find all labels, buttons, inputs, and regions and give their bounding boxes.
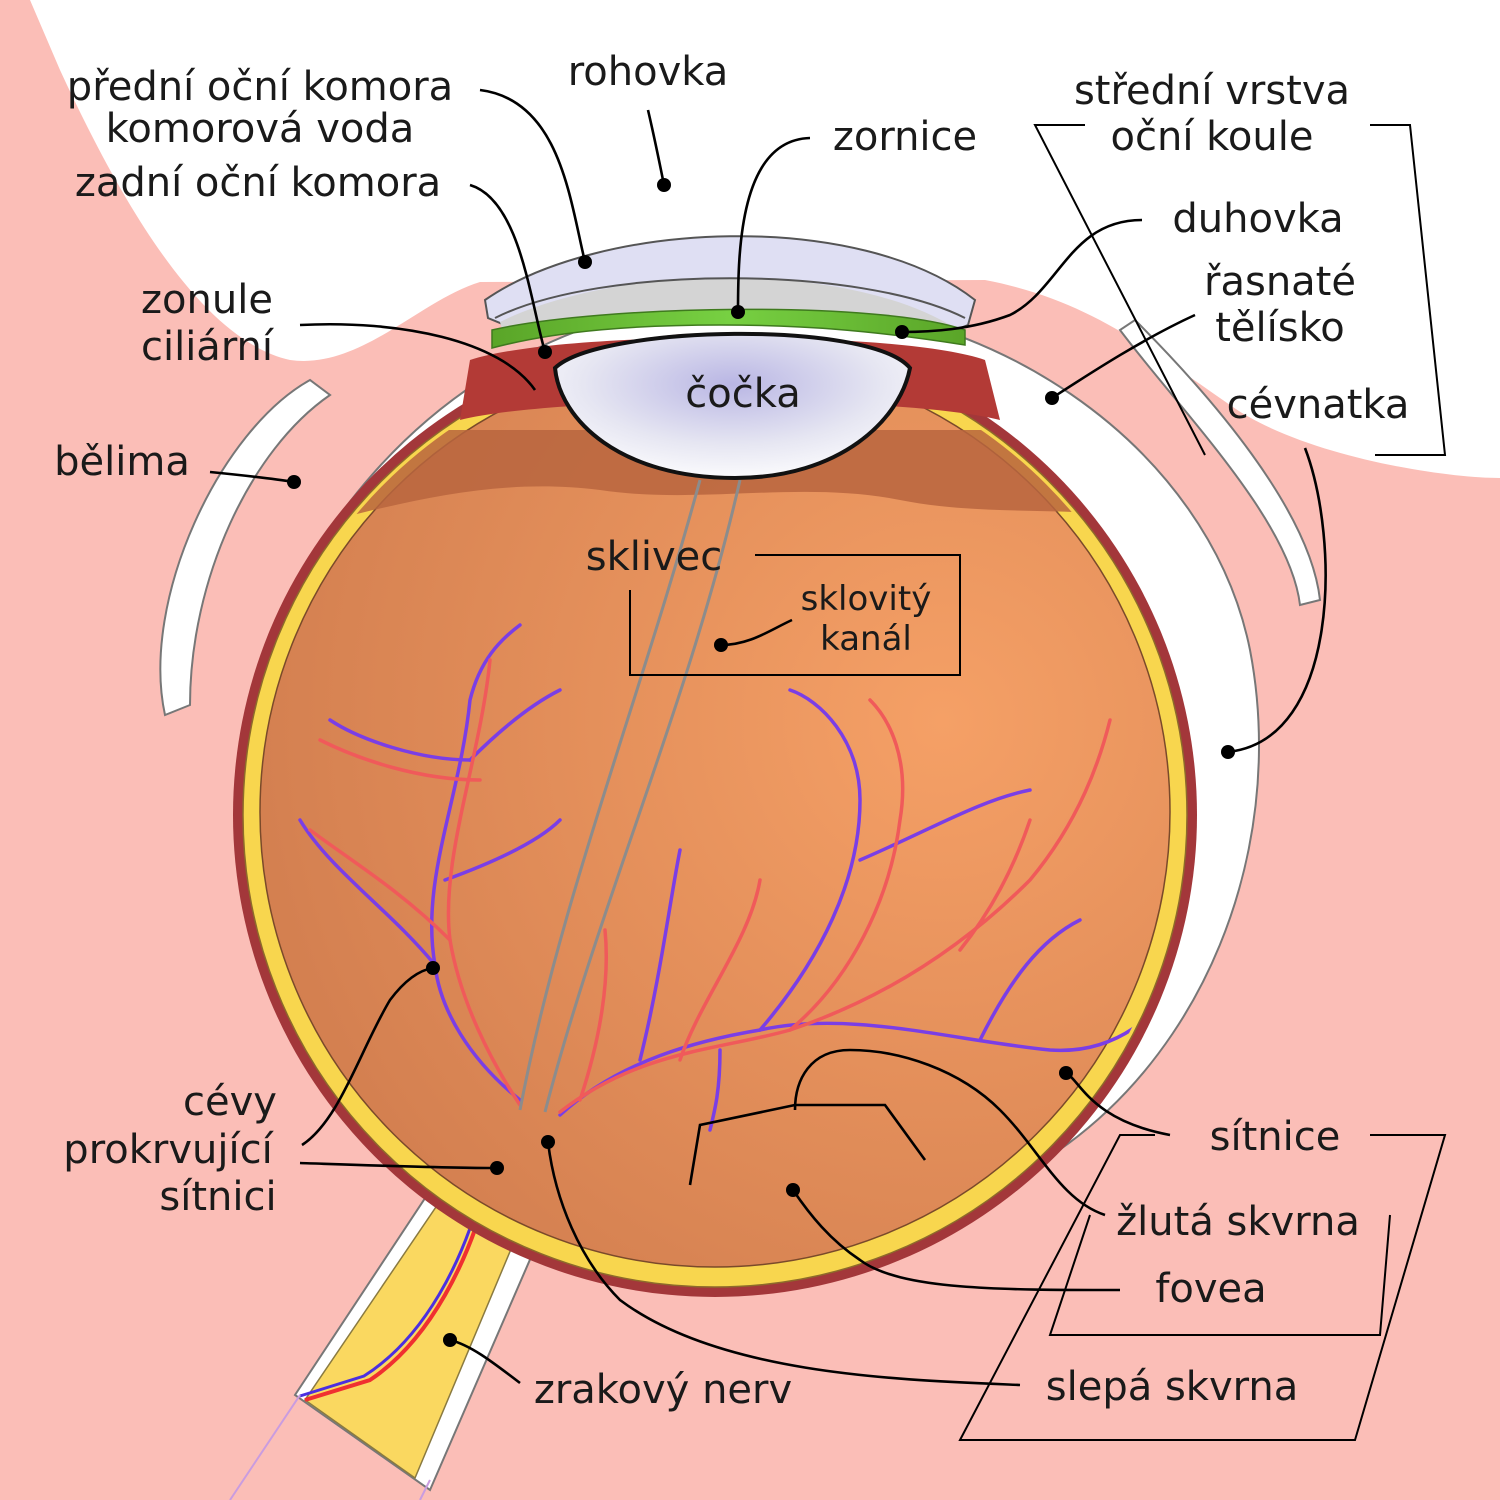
label-ciliary-body-1: řasnaté <box>1204 259 1356 305</box>
label-zonule-1: zonule <box>141 277 273 323</box>
leader-lines <box>209 88 1327 1387</box>
label-blind-spot: slepá skvrna <box>1046 1364 1298 1410</box>
label-posterior-chamber: zadní oční komora <box>75 160 441 206</box>
label-fovea: fovea <box>1155 1266 1266 1312</box>
label-anterior-chamber-2: komorová voda <box>106 106 415 152</box>
label-vessels-3: sítnici <box>159 1174 276 1220</box>
label-hyaloid-canal-2: kanál <box>820 619 912 659</box>
label-iris: duhovka <box>1172 196 1343 242</box>
ciliary-band <box>250 430 1183 540</box>
label-vitreous: sklivec <box>586 534 723 580</box>
label-hyaloid-canal-1: sklovitý <box>801 579 932 619</box>
label-macula: žlutá skvrna <box>1116 1199 1360 1245</box>
label-ciliary-body-2: tělísko <box>1215 305 1345 351</box>
anterior-segment <box>460 235 1000 481</box>
label-optic-nerve: zrakový nerv <box>534 1367 792 1413</box>
label-anterior-chamber-1: přední oční komora <box>67 64 453 110</box>
label-lens: čočka <box>685 371 800 417</box>
label-vessels-2: prokrvující <box>63 1127 274 1173</box>
label-choroid: cévnatka <box>1227 382 1410 428</box>
label-cornea: rohovka <box>568 49 729 95</box>
label-vessels-1: cévy <box>183 1079 277 1125</box>
label-pupil: zornice <box>833 114 977 160</box>
label-zonule-2: ciliární <box>141 324 275 370</box>
labels: přední oční komora komorová voda rohovka… <box>54 49 1409 1413</box>
label-sclera: bělima <box>54 439 190 485</box>
retinal-vessels <box>298 623 1182 1132</box>
brackets <box>629 124 1447 1441</box>
label-retina: sítnice <box>1210 1114 1341 1160</box>
label-uvea-2: oční koule <box>1111 114 1314 160</box>
hyaloid-canal <box>518 479 742 1113</box>
label-uvea-1: střední vrstva <box>1074 68 1350 114</box>
